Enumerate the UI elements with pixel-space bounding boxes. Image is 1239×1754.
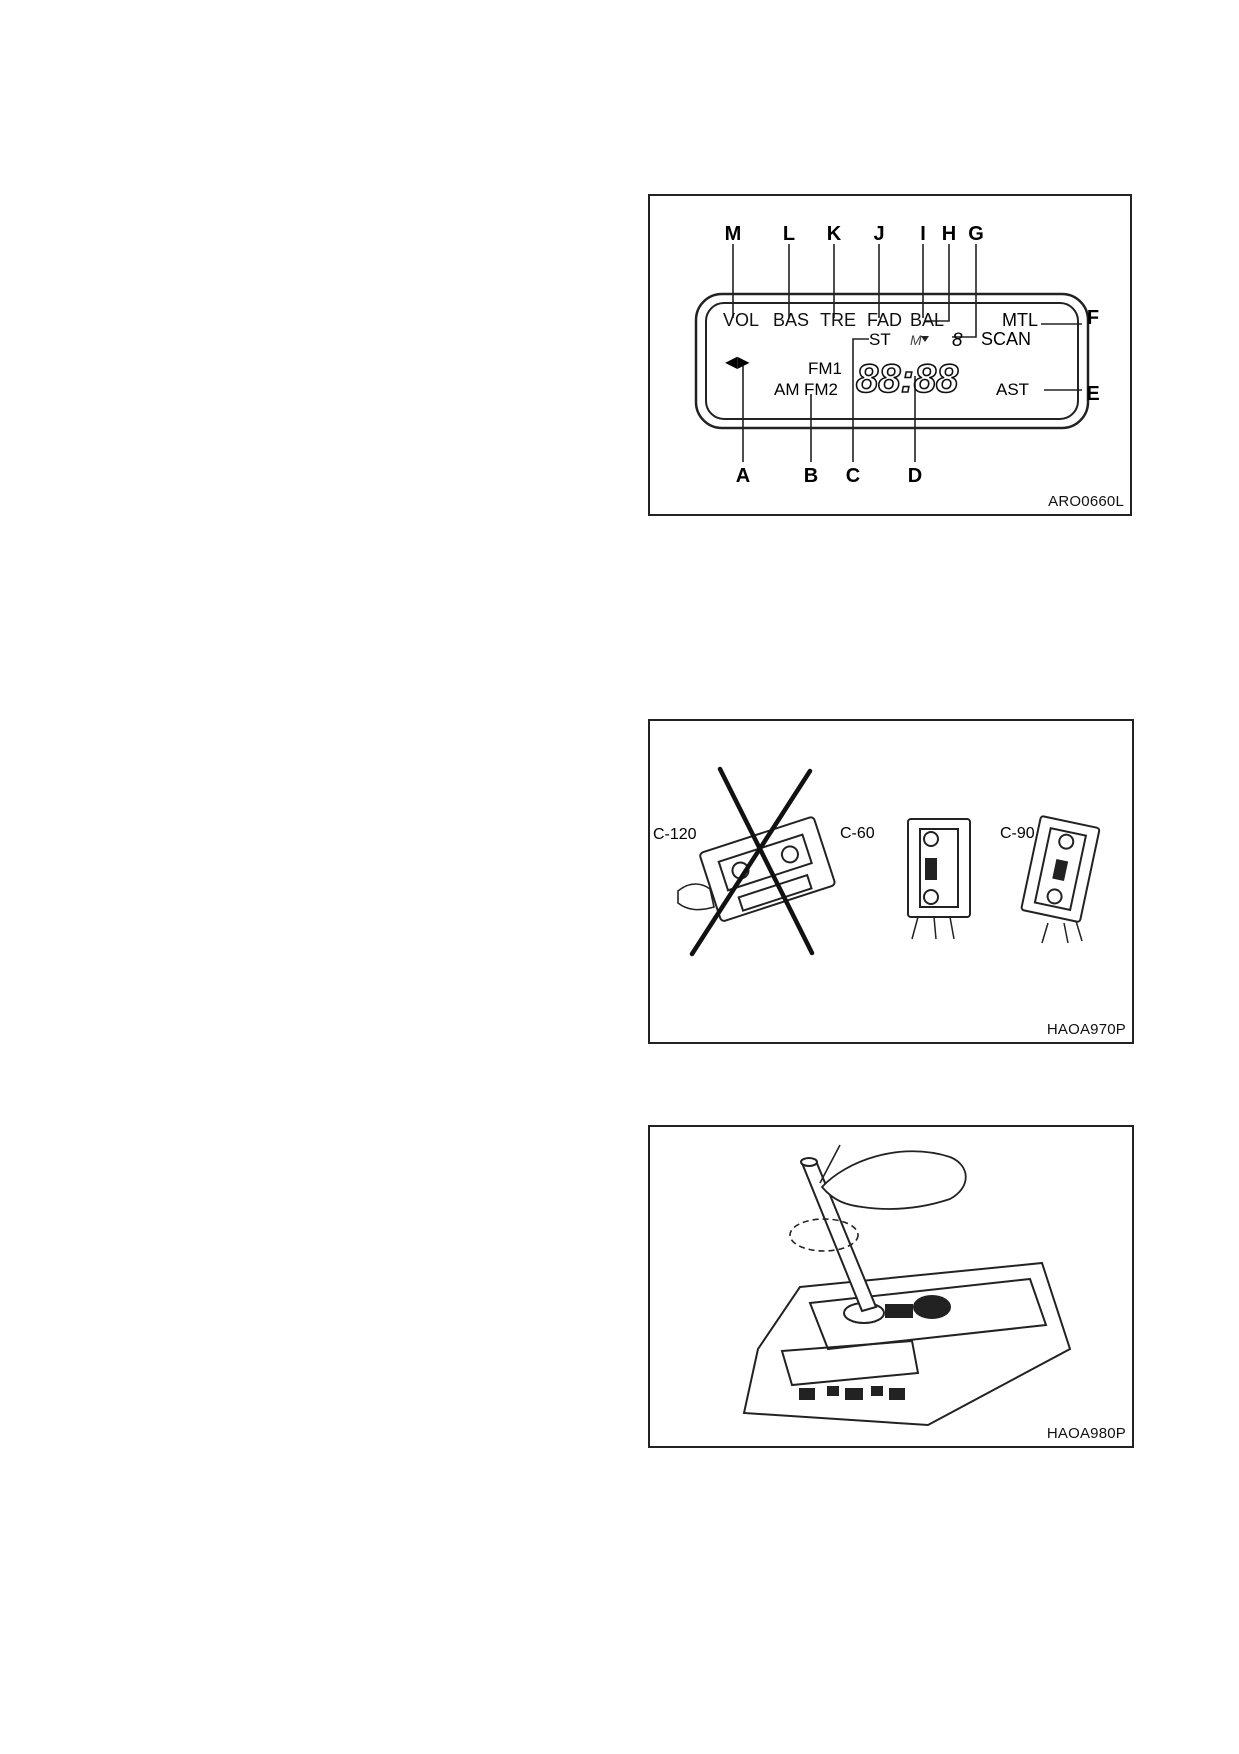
figure-caption: HAOA980P [1046,1425,1126,1442]
cassette-c60-icon [907,818,971,918]
display-tre: TRE [820,310,856,330]
callout-b: B [804,465,818,487]
label-c60: C-60 [840,825,875,842]
pencil-icon [800,1157,878,1313]
display-bezel-outer [694,292,1090,430]
figure-cassette-pencil: HAOA980P [648,1125,1134,1448]
display-vol: VOL [723,310,759,330]
cassette-types-illustration: C-120 C-60 C-90 [653,766,1101,957]
callout-c: C [846,465,860,487]
display-fad: FAD [867,310,902,330]
display-clock: 88:88 [856,357,959,401]
figure-caption: HAOA970P [1046,1021,1126,1038]
callout-d: D [908,465,922,487]
display-am: AM [774,380,800,399]
display-scan: SCAN [981,329,1031,349]
finger-icon [819,1144,841,1184]
callout-h: H [942,223,956,245]
callout-i: I [920,223,926,245]
callout-k: K [827,223,842,245]
cassette-pencil-illustration [742,1144,1072,1427]
display-bezel-inner [705,302,1079,420]
hand-c120-icon [677,883,715,911]
cassette-icon [742,1261,1072,1427]
callout-f: F [1087,307,1099,329]
hand-icon [820,1150,967,1210]
display-fm1: FM1 [808,359,842,378]
cassette-c90-icon [1020,815,1101,923]
display-digit-8: 8 [952,330,963,351]
callout-e: E [1086,383,1099,405]
display-st: ST [869,330,891,349]
display-top-row: VOL BAS TRE FAD BAL [723,310,944,330]
figure-cassette-types: C-120 C-60 C-90 [648,719,1134,1044]
crossed-out-icon [689,766,815,957]
hand-c60-icon [911,916,955,940]
cassette-c120-icon [699,816,836,922]
callout-a: A [736,465,750,487]
display-fm2: FM2 [804,380,838,399]
display-arrows: ◀▶ [725,354,750,371]
hand-c90-icon [1041,920,1083,944]
display-mtl: MTL [1002,310,1038,330]
display-bal: BAL [910,310,944,330]
label-c120: C-120 [653,826,697,843]
rotation-indicator-icon [789,1218,859,1252]
callout-l: L [783,223,795,245]
callout-m: M [725,223,742,245]
radio-display-illustration: M L K J I H G F E A B C D VO [694,223,1100,487]
display-m-indicator: M [910,332,922,348]
display-ast: AST [996,380,1029,399]
figure-radio-display: M L K J I H G F E A B C D VO [648,194,1132,516]
display-bas: BAS [773,310,809,330]
callout-j: J [873,223,884,245]
figure-caption: ARO0660L [1048,493,1124,510]
display-down-triangle [921,336,929,342]
leader-lines [732,244,1082,462]
label-c90: C-90 [1000,825,1035,842]
callout-g: G [968,223,984,245]
